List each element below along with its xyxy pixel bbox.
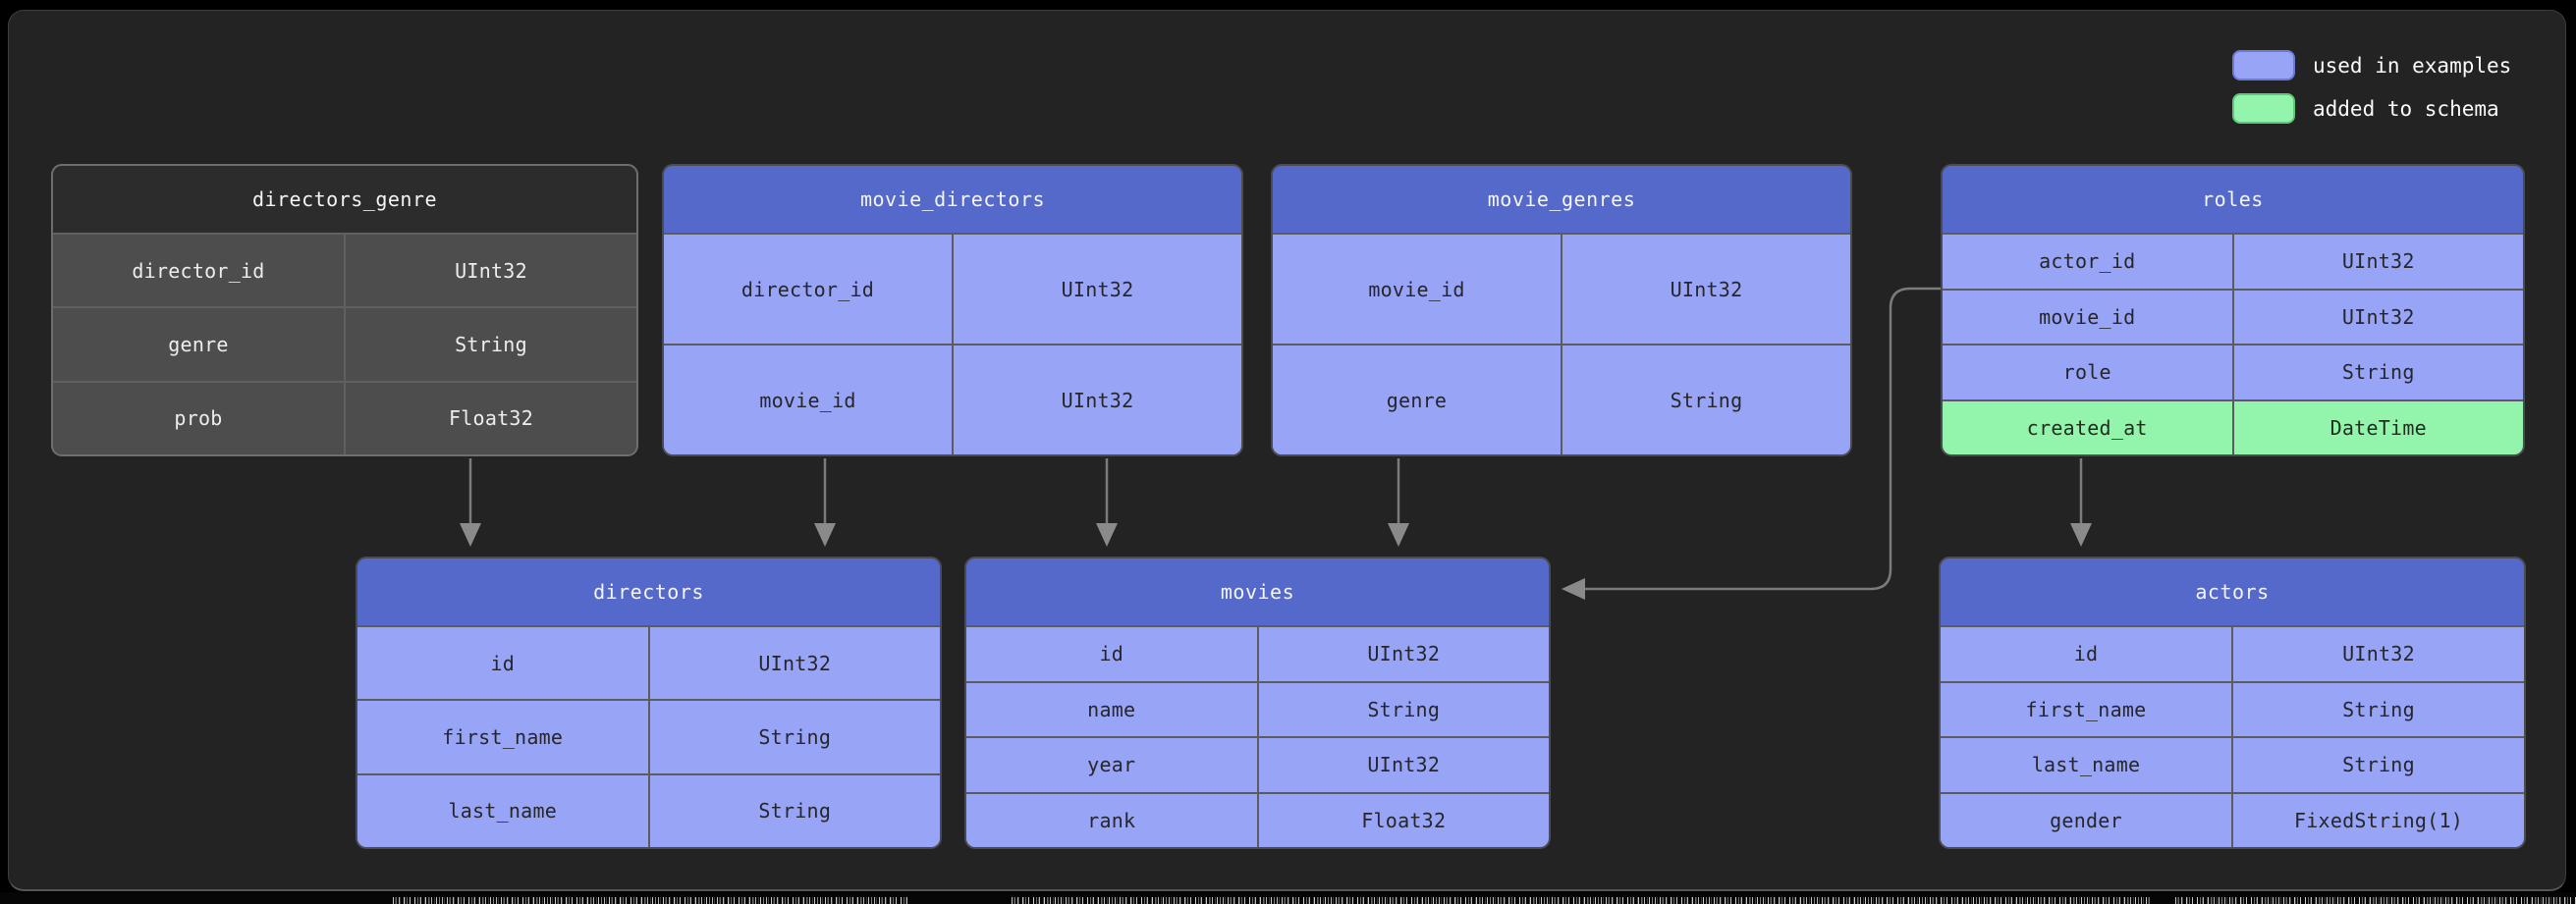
table-movie-genres: movie_genres movie_id UInt32 genre Strin… — [1271, 164, 1852, 456]
table-title: directors — [357, 558, 940, 625]
column-name: gender — [1941, 793, 2231, 847]
column-name: last_name — [1941, 738, 2231, 792]
column-type: UInt32 — [2233, 290, 2523, 344]
column-name: role — [1943, 346, 2232, 399]
column-type: UInt32 — [954, 346, 1241, 454]
table-actors: actors id UInt32 first_name String last_… — [1939, 557, 2526, 849]
column-type: String — [346, 308, 636, 381]
column-type: UInt32 — [1258, 627, 1549, 681]
column-type: String — [649, 701, 940, 773]
column-type: String — [1562, 346, 1850, 454]
column-name-added: created_at — [1943, 400, 2232, 454]
table-roles: roles actor_id UInt32 movie_id UInt32 ro… — [1941, 164, 2525, 456]
table-title: movies — [966, 558, 1549, 625]
column-type: UInt32 — [649, 627, 940, 700]
column-name: first_name — [357, 701, 648, 773]
column-type: UInt32 — [1258, 738, 1549, 792]
column-type: Float32 — [346, 382, 636, 454]
column-name: prob — [53, 382, 344, 454]
column-name: movie_id — [1273, 235, 1561, 344]
column-name: director_id — [53, 235, 344, 307]
table-title: roles — [1943, 166, 2523, 233]
table-movies: movies id UInt32 name String year UInt32… — [964, 557, 1551, 849]
legend-label: used in examples — [2313, 53, 2512, 78]
column-name: id — [966, 627, 1257, 681]
column-type: UInt32 — [954, 235, 1241, 344]
table-title: directors_genre — [53, 166, 636, 233]
column-type: Float32 — [1258, 793, 1549, 847]
table-movie-directors: movie_directors director_id UInt32 movie… — [662, 164, 1243, 456]
legend-swatch-green — [2232, 93, 2295, 124]
column-name: movie_id — [1943, 290, 2232, 344]
column-type: UInt32 — [346, 235, 636, 307]
column-type: String — [649, 774, 940, 847]
table-directors: directors id UInt32 first_name String la… — [356, 557, 942, 849]
legend-item-used-in-examples: used in examples — [2232, 50, 2511, 80]
column-type: String — [2233, 738, 2524, 792]
column-name: actor_id — [1943, 235, 2232, 289]
table-title: actors — [1941, 558, 2524, 625]
column-name: rank — [966, 793, 1257, 847]
column-name: genre — [53, 308, 344, 381]
table-directors-genre: directors_genre director_id UInt32 genre… — [51, 164, 638, 456]
legend-label: added to schema — [2313, 96, 2499, 121]
column-name: name — [966, 682, 1257, 736]
column-type: FixedString(1) — [2233, 793, 2524, 847]
column-type: String — [1258, 682, 1549, 736]
bottom-edge-artifact — [1012, 897, 2151, 904]
column-type: UInt32 — [2233, 235, 2523, 289]
column-name: first_name — [1941, 682, 2231, 736]
column-type: UInt32 — [2233, 627, 2524, 681]
column-name: director_id — [664, 235, 952, 344]
column-name: id — [357, 627, 648, 700]
column-name: year — [966, 738, 1257, 792]
legend-swatch-blue — [2232, 50, 2295, 80]
column-type: String — [2233, 682, 2524, 736]
column-name: genre — [1273, 346, 1561, 454]
legend-item-added-to-schema: added to schema — [2232, 93, 2499, 124]
bottom-edge-artifact — [2175, 897, 2576, 904]
bottom-edge-artifact — [393, 897, 908, 904]
column-type: UInt32 — [1562, 235, 1850, 344]
table-title: movie_genres — [1273, 166, 1850, 233]
column-name: last_name — [357, 774, 648, 847]
column-type: String — [2233, 346, 2523, 399]
column-type-added: DateTime — [2233, 400, 2523, 454]
table-title: movie_directors — [664, 166, 1241, 233]
column-name: id — [1941, 627, 2231, 681]
column-name: movie_id — [664, 346, 952, 454]
